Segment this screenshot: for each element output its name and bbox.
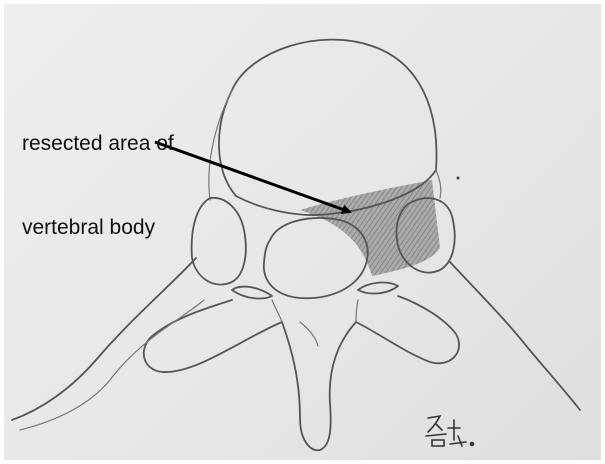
annotation-arrow bbox=[155, 142, 350, 212]
left-transverse-process bbox=[12, 258, 196, 420]
label-line-2: vertebral body bbox=[22, 214, 174, 242]
pencil-dot bbox=[457, 177, 460, 180]
resected-area-label: resected area of vertebral body bbox=[22, 74, 174, 270]
right-facet bbox=[358, 283, 398, 294]
spinous-process-ridge bbox=[300, 322, 318, 346]
artist-signature bbox=[426, 416, 474, 446]
left-facet bbox=[232, 287, 272, 299]
spinous-process-outline bbox=[282, 322, 356, 450]
right-transverse-process bbox=[450, 262, 580, 410]
left-transverse-process-lower bbox=[144, 300, 282, 372]
body-right-margin bbox=[436, 170, 441, 198]
lamina-right bbox=[356, 300, 358, 322]
resected-area-shading bbox=[300, 180, 440, 276]
lamina-left bbox=[272, 300, 282, 322]
left-pedicle-outline bbox=[192, 198, 246, 285]
left-lamina-line bbox=[20, 300, 204, 430]
right-transverse-process-lower bbox=[356, 296, 459, 363]
label-line-1: resected area of bbox=[22, 130, 174, 158]
